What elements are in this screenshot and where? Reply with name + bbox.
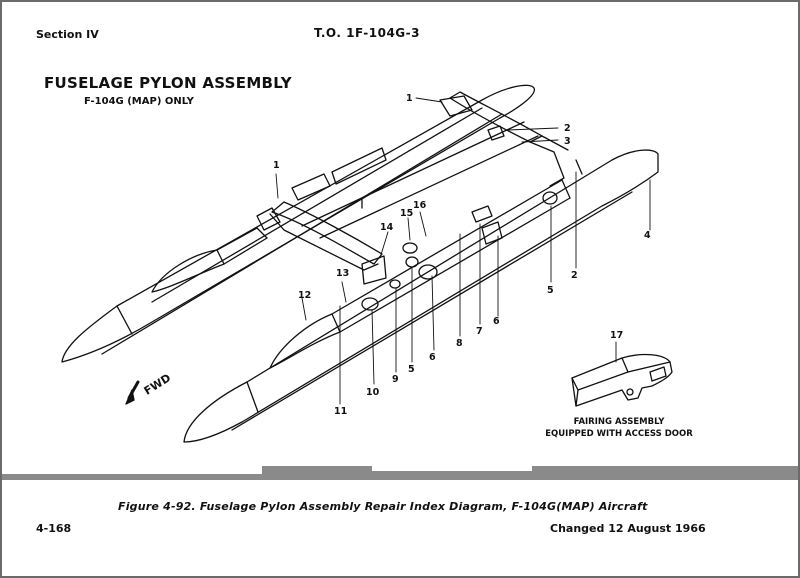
figure-caption: Figure 4-92. Fuselage Pylon Assembly Rep… (118, 500, 648, 513)
callout-6a: 6 (493, 316, 500, 327)
fairing-label-line-1: FAIRING ASSEMBLY (573, 417, 665, 427)
callout-leaders (275, 97, 651, 405)
callout-numbers: 1 1 2 3 4 2 5 16 15 14 13 12 6 7 8 6 5 9… (273, 93, 651, 417)
callout-6b: 6 (429, 352, 436, 363)
front-pylon-rail (183, 149, 659, 443)
section-header: Section IV (36, 28, 99, 41)
callout-2b: 2 (571, 270, 578, 281)
fairing-assembly-drawing (571, 353, 673, 407)
callout-9: 9 (392, 374, 399, 385)
callout-1b: 1 (273, 160, 280, 171)
band-highlight-left (2, 466, 262, 474)
diagram-subtitle: F-104G (MAP) ONLY (84, 96, 194, 107)
callout-12: 12 (298, 290, 311, 301)
fwd-arrow (125, 380, 140, 405)
change-date: Changed 12 August 1966 (550, 522, 706, 535)
rear-pylon-rail (61, 84, 535, 363)
callout-8: 8 (456, 338, 463, 349)
fittings (361, 191, 558, 311)
cross-frame (269, 91, 569, 285)
technical-order-number: T.O. 1F-104G-3 (314, 26, 420, 40)
callout-1a: 1 (406, 93, 413, 104)
callout-10: 10 (366, 387, 380, 398)
pylon-assembly-diagram: 1 1 2 3 4 2 5 16 15 14 13 12 6 7 8 6 5 9… (61, 84, 673, 443)
callout-2a: 2 (564, 123, 571, 134)
callout-3: 3 (564, 136, 571, 147)
callout-5b: 5 (408, 364, 415, 375)
callout-4: 4 (644, 230, 651, 241)
callout-15: 15 (400, 208, 413, 219)
band-highlight-mid (372, 466, 532, 471)
callout-13: 13 (336, 268, 349, 279)
callout-7: 7 (476, 326, 483, 337)
fairing-label-line-2: EQUIPPED WITH ACCESS DOOR (545, 429, 693, 439)
callout-14: 14 (380, 222, 394, 233)
fairing-assembly-label: FAIRING ASSEMBLY EQUIPPED WITH ACCESS DO… (544, 416, 694, 440)
callout-11: 11 (334, 406, 347, 417)
diagram-title: FUSELAGE PYLON ASSEMBLY (44, 74, 292, 92)
page-footer-area: Figure 4-92. Fuselage Pylon Assembly Rep… (2, 480, 798, 576)
callout-5a: 5 (547, 285, 554, 296)
callout-16: 16 (413, 200, 427, 211)
page-break-band (2, 466, 798, 480)
callout-17: 17 (610, 330, 623, 341)
page-number: 4-168 (36, 522, 72, 535)
